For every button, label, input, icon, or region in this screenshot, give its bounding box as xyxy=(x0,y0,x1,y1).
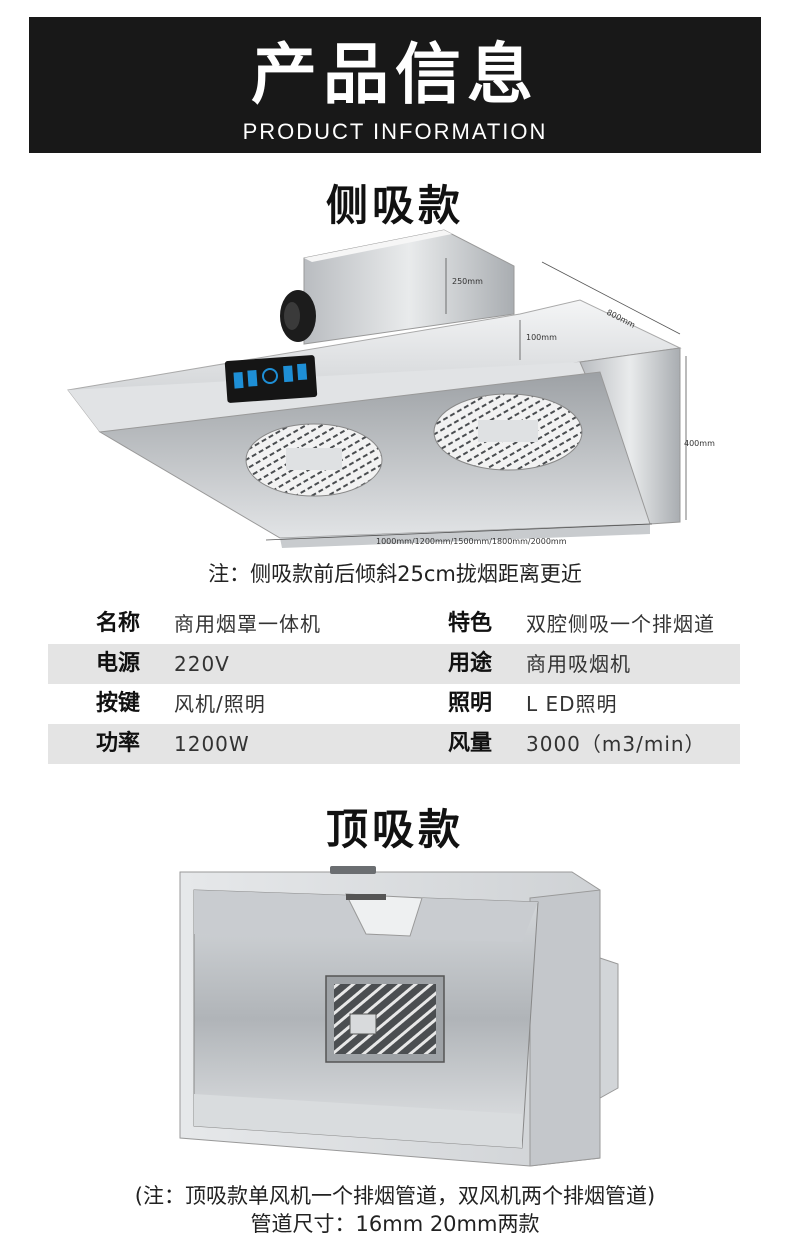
spec-label: 按键 xyxy=(96,691,141,716)
dim-side-height: 400mm xyxy=(684,439,715,448)
spec-label: 电源 xyxy=(96,651,141,676)
top-model-title: 顶吸款 xyxy=(325,805,464,854)
spec-row: 功率 1200W 风量 3000（m3/min） xyxy=(48,724,740,764)
spec-value: L ED照明 xyxy=(526,692,618,716)
dim-top-height: 250mm xyxy=(452,277,483,286)
spec-row: 按键 风机/照明 照明 L ED照明 xyxy=(48,684,740,724)
spec-label: 照明 xyxy=(448,691,493,716)
spec-row: 电源 220V 用途 商用吸烟机 xyxy=(48,644,740,684)
spec-value: 风机/照明 xyxy=(174,692,266,716)
side-hood-illustration: 250mm 800mm 100mm 400mm 1000mm/1200mm/15… xyxy=(67,229,715,548)
header-banner: 产品信息 PRODUCT INFORMATION xyxy=(29,17,761,153)
top-hood-illustration xyxy=(179,866,619,1167)
spec-value: 商用吸烟机 xyxy=(526,652,631,676)
spec-value: 3000（m3/min） xyxy=(526,732,706,756)
page-subtitle: PRODUCT INFORMATION xyxy=(242,119,548,144)
side-model-note: 注：侧吸款前后倾斜25cm拢烟距离更近 xyxy=(208,562,582,586)
spec-label: 特色 xyxy=(448,611,493,636)
spec-label: 名称 xyxy=(96,611,141,636)
top-model-note-line1: (注：顶吸款单风机一个排烟管道，双风机两个排烟管道) xyxy=(134,1184,656,1208)
spec-label: 功率 xyxy=(96,731,141,756)
dim-lengths: 1000mm/1200mm/1500mm/1800mm/2000mm xyxy=(376,537,567,546)
spec-row: 名称 商用烟罩一体机 特色 双腔侧吸一个排烟道 xyxy=(48,604,740,644)
spec-value: 商用烟罩一体机 xyxy=(174,612,321,636)
spec-table: 名称 商用烟罩一体机 特色 双腔侧吸一个排烟道 电源 220V 用途 商用吸烟机… xyxy=(48,604,740,764)
page-title: 产品信息 xyxy=(251,36,539,113)
spec-value: 1200W xyxy=(174,732,250,756)
spec-value: 双腔侧吸一个排烟道 xyxy=(526,612,715,636)
spec-label: 风量 xyxy=(448,731,493,756)
spec-value: 220V xyxy=(174,652,230,676)
side-model-title: 侧吸款 xyxy=(325,181,464,230)
dim-front-height: 100mm xyxy=(526,333,557,342)
spec-label: 用途 xyxy=(448,651,493,676)
top-model-note-line2: 管道尺寸：16mm 20mm两款 xyxy=(250,1212,540,1236)
